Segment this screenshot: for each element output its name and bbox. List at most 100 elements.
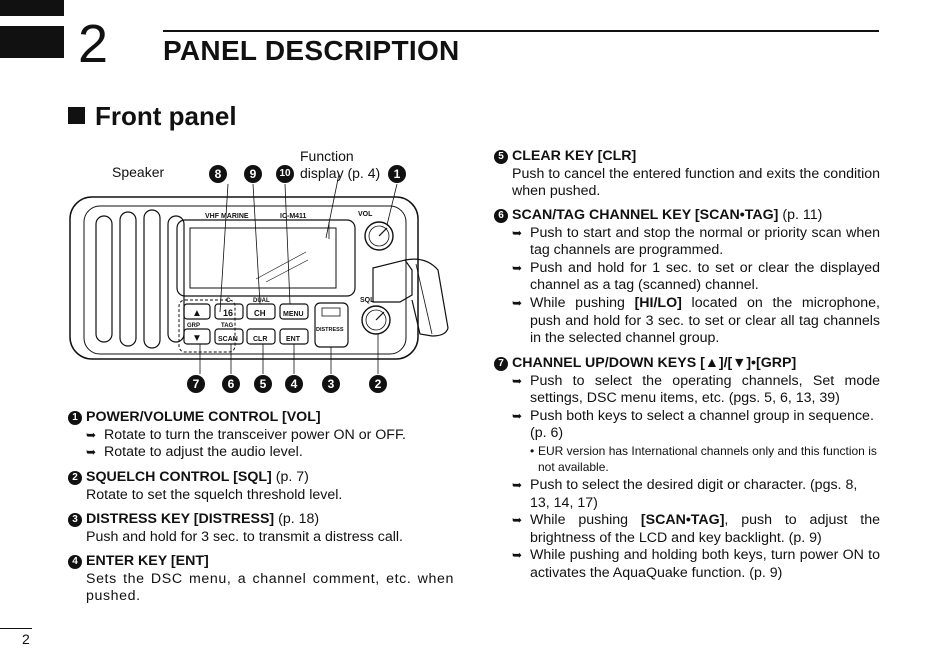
item-number-badge: 1	[68, 410, 82, 425]
keypad-group-box	[178, 299, 236, 353]
c-text: C	[226, 298, 231, 304]
header-rule	[163, 30, 879, 32]
up-key-glyph: ▲	[192, 308, 202, 319]
item-title: SQUELCH CONTROL [SQL]	[86, 469, 272, 485]
callout-4: 4	[285, 375, 303, 393]
section-title-text: Front panel	[95, 101, 237, 131]
ch-key-label: CH	[254, 309, 266, 318]
dual-text: DUAL	[253, 298, 270, 304]
arrow-icon: ➥	[512, 513, 523, 528]
item-title: CLEAR KEY [CLR]	[512, 148, 637, 164]
item-text: Push to cancel the entered function and …	[512, 165, 880, 200]
ch16-key-shape	[214, 303, 244, 320]
ch-key-shape	[246, 303, 276, 320]
callout-10: 10	[276, 165, 294, 183]
up-key-shape	[183, 303, 211, 320]
item-title: DISTRESS KEY [DISTRESS]	[86, 511, 275, 527]
section-square-icon	[68, 107, 85, 124]
page-number: 2	[22, 631, 30, 647]
sql-knob	[361, 305, 391, 335]
speaker-label: Speaker	[112, 164, 165, 180]
bullet: ➥Rotate to turn the transceiver power ON…	[86, 426, 406, 443]
item-channel-up-down: 7 CHANNEL UP/DOWN KEYS [▲]/[▼]•[GRP] ➥Pus…	[494, 355, 880, 583]
ent-key-label: ENT	[286, 336, 301, 343]
item-number-badge: 6	[494, 208, 508, 223]
clr-key-label: CLR	[253, 336, 267, 343]
bullet: ➥While pushing and holding both keys, tu…	[512, 547, 880, 581]
callout-6: 6	[222, 375, 240, 393]
arrow-icon: ➥	[512, 408, 523, 423]
bullet: ➥While pushing [HI/LO] located on the mi…	[512, 294, 880, 347]
item-number-badge: 2	[68, 470, 82, 485]
callout-5: 5	[254, 375, 272, 393]
bullet: ➥Push and hold for 1 sec. to set or clea…	[512, 259, 880, 294]
item-text: Rotate to set the squelch threshold leve…	[86, 486, 343, 503]
bullet: ➥Push to select the operating channels, …	[512, 372, 880, 407]
key-name: [HI/LO]	[634, 294, 682, 311]
scan-key-label: SCAN	[218, 336, 238, 343]
chapter-number: 2	[78, 14, 109, 74]
arrow-icon: ➥	[512, 477, 523, 492]
lcd-screen	[189, 227, 337, 289]
item-page-ref: (p. 7)	[275, 469, 309, 485]
vol-knob	[364, 221, 394, 251]
radio-bezel	[83, 205, 407, 355]
clr-key-shape	[246, 328, 276, 345]
key-name: [SCAN•TAG]	[640, 512, 725, 529]
function-display-label-1: Function	[300, 148, 354, 164]
vol-text: VOL	[358, 211, 373, 218]
scan-key-shape	[214, 328, 244, 345]
item-squelch: 2 SQUELCH CONTROL [SQL](p. 7) Rotate to s…	[68, 469, 454, 504]
sql-text: SQL	[360, 297, 375, 304]
tag-text: TAG	[221, 323, 234, 329]
item-number-badge: 7	[494, 356, 508, 371]
arrow-icon: ➥	[512, 260, 523, 275]
item-title: POWER/VOLUME CONTROL [VOL]	[86, 409, 321, 425]
item-title: CHANNEL UP/DOWN KEYS [▲]/[▼]•[GRP]	[512, 355, 797, 371]
speaker-grille	[95, 209, 185, 349]
note: •EUR version has International channels …	[530, 443, 877, 474]
menu-key-shape	[279, 303, 309, 320]
chapter-tab-top	[0, 0, 64, 16]
down-key-glyph: ▼	[192, 333, 202, 344]
menu-key-label: MENU	[283, 311, 304, 318]
arrow-icon: ➥	[512, 295, 523, 310]
item-number-badge: 4	[68, 554, 82, 569]
item-title: ENTER KEY [ENT]	[86, 553, 209, 569]
model-text: IC-M411	[280, 213, 307, 220]
item-clear: 5 CLEAR KEY [CLR] Push to cancel the ente…	[494, 148, 880, 201]
item-number-badge: 5	[494, 149, 508, 164]
arrow-icon: ➥	[512, 373, 523, 388]
bullet: ➥Push to select the desired digit or cha…	[512, 476, 858, 511]
item-enter: 4 ENTER KEY [ENT] Sets the DSC menu, a ch…	[68, 553, 454, 606]
arrow-icon: ➥	[512, 548, 523, 563]
bullet-dot-icon: •	[530, 443, 535, 458]
front-panel-figure: Speaker Function display (p. 4) 8 9 10 1	[60, 140, 460, 402]
item-page-ref: (p. 18)	[278, 511, 320, 527]
distress-text: DISTRESS	[316, 327, 344, 333]
item-title: SCAN/TAG CHANNEL KEY [SCAN•TAG]	[512, 207, 779, 223]
bullet: ➥Push to start and stop the normal or pr…	[512, 224, 880, 259]
section-title: Front panel	[68, 100, 237, 132]
chapter-title: PANEL DESCRIPTION	[163, 35, 460, 66]
bullet: ➥While pushing [SCAN•TAG], push to adjus…	[512, 512, 880, 546]
function-display-label-2: display (p. 4)	[300, 165, 381, 181]
item-page-ref: (p. 11)	[782, 207, 823, 223]
grp-text: GRP	[187, 323, 200, 329]
callout-9: 9	[244, 165, 262, 183]
callout-8: 8	[209, 165, 227, 183]
footer-rule	[0, 628, 32, 629]
item-number-badge: 3	[68, 512, 82, 527]
arrow-icon: ➥	[86, 427, 97, 442]
callout-7: 7	[187, 375, 205, 393]
item-text: Sets the DSC menu, a channel comment, et…	[86, 570, 454, 605]
radio-body	[69, 196, 419, 360]
arrow-icon: ➥	[512, 225, 523, 240]
callout-3: 3	[322, 375, 340, 393]
item-power-volume: 1 POWER/VOLUME CONTROL [VOL] ➥Rotate to t…	[68, 409, 454, 462]
callout-1: 1	[388, 165, 406, 183]
vhf-marine-text: VHF MARINE	[205, 213, 249, 220]
distress-cover	[314, 302, 349, 348]
